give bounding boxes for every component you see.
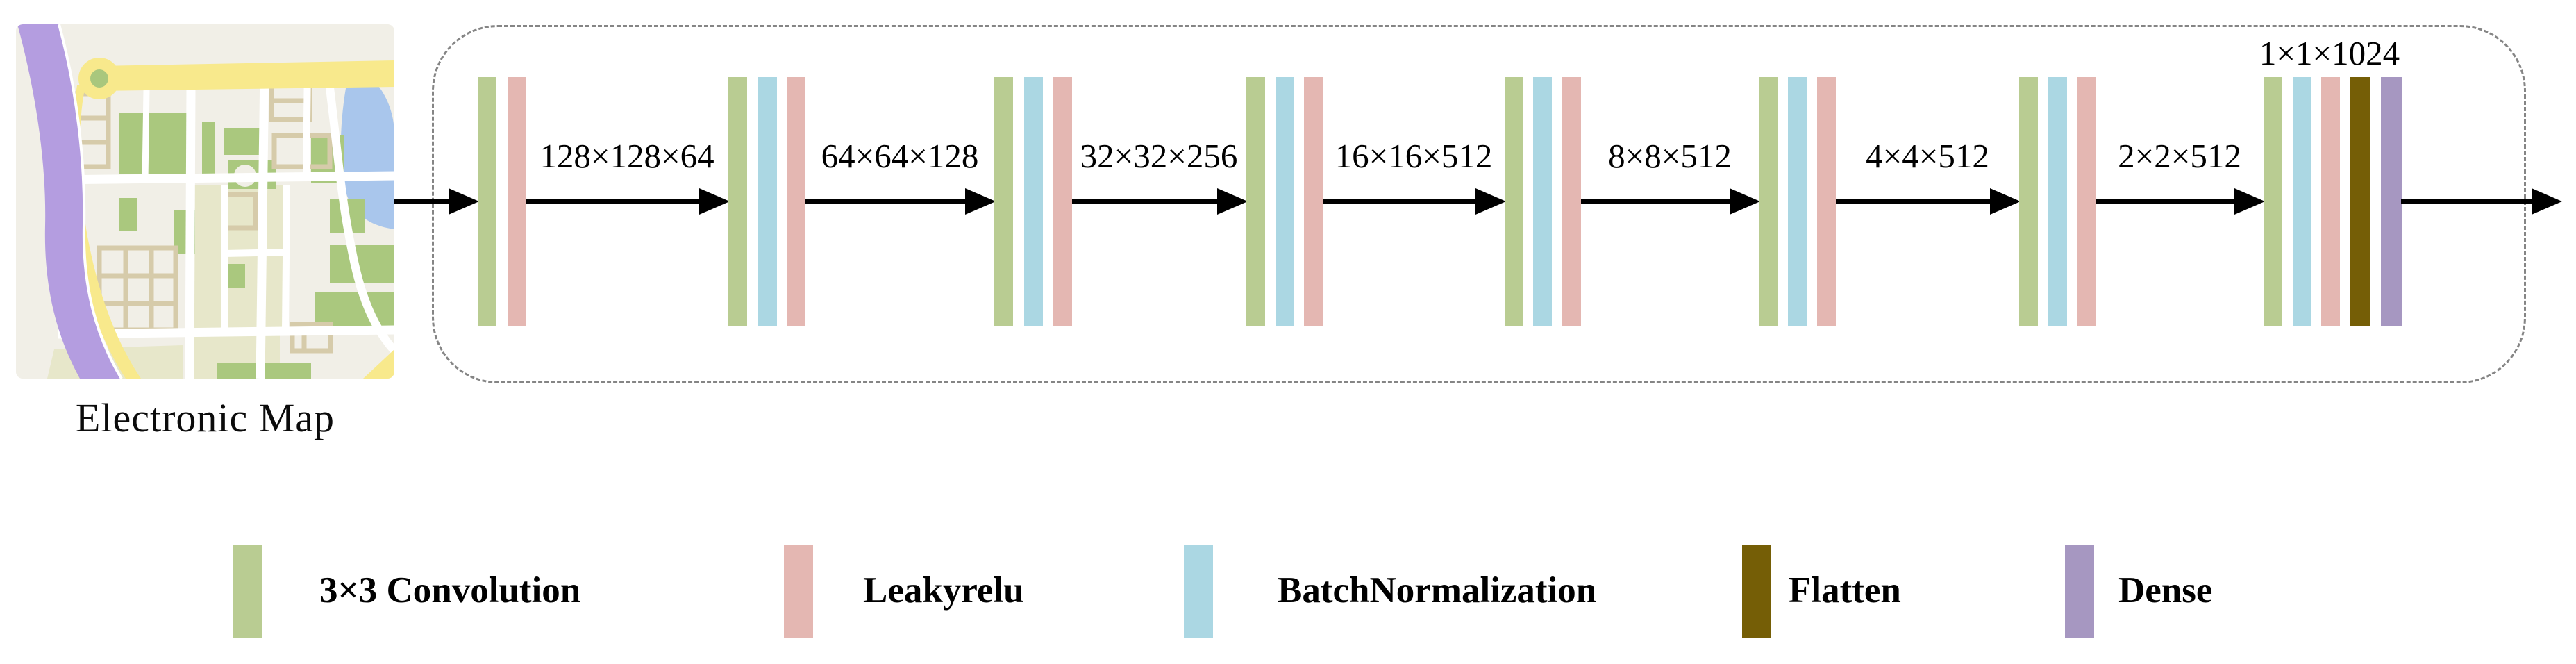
network-dashed-container	[432, 25, 2526, 383]
input-arrow-line	[394, 199, 453, 204]
arrow-head-3	[1217, 188, 1248, 215]
legend-swatch-flatten	[1742, 545, 1771, 638]
feature-size-label-8: 1×1×1024	[2259, 34, 2400, 72]
block6-batchnorm-bar	[1788, 77, 1807, 326]
output-arrow-head	[2532, 188, 2562, 215]
input-arrow-head	[449, 188, 479, 215]
arrow-line-5	[1581, 199, 1732, 204]
block2-conv-bar	[728, 77, 747, 326]
map-yellow-road	[98, 60, 394, 91]
block2-leakyrelu-bar	[787, 77, 805, 326]
feature-size-label-5: 8×8×512	[1608, 137, 1732, 175]
feature-size-label-3: 32×32×256	[1080, 137, 1238, 175]
arrow-line-6	[1836, 199, 1993, 204]
block5-leakyrelu-bar	[1562, 77, 1581, 326]
arrow-line-4	[1323, 199, 1478, 204]
output-arrow-line	[2401, 199, 2534, 204]
block3-conv-bar	[994, 77, 1013, 326]
arrow-line-1	[526, 199, 702, 204]
block6-leakyrelu-bar	[1817, 77, 1836, 326]
legend-swatch-leakyrelu	[784, 545, 813, 638]
block7-conv-bar	[2019, 77, 2038, 326]
block4-conv-bar	[1246, 77, 1265, 326]
arrow-head-6	[1990, 188, 2021, 215]
feature-size-label-7: 2×2×512	[2118, 137, 2241, 175]
legend-label-convolution: 3×3 Convolution	[319, 570, 581, 611]
legend-swatch-dense	[2065, 545, 2094, 638]
block2-batchnorm-bar	[758, 77, 777, 326]
block5-conv-bar	[1505, 77, 1523, 326]
legend-swatch-convolution	[233, 545, 262, 638]
legend-swatch-batchnormalization	[1184, 545, 1213, 638]
block4-leakyrelu-bar	[1304, 77, 1323, 326]
block5-batchnorm-bar	[1533, 77, 1552, 326]
arrow-line-2	[805, 199, 968, 204]
block6-conv-bar	[1759, 77, 1778, 326]
electronic-map-image	[16, 24, 394, 379]
block3-leakyrelu-bar	[1053, 77, 1072, 326]
block7-batchnorm-bar	[2048, 77, 2067, 326]
map-caption: Electronic Map	[75, 395, 335, 440]
arrow-head-5	[1730, 188, 1760, 215]
arrow-line-3	[1072, 199, 1220, 204]
block8-dense-bar	[2381, 77, 2402, 326]
feature-size-label-6: 4×4×512	[1866, 137, 1989, 175]
map-highway	[17, 24, 122, 379]
arrow-head-1	[699, 188, 730, 215]
arrow-head-2	[965, 188, 996, 215]
feature-size-label-2: 64×64×128	[821, 137, 979, 175]
arrow-head-7	[2234, 188, 2265, 215]
block1-leakyrelu-bar	[508, 77, 526, 326]
block8-conv-bar	[2264, 77, 2282, 326]
block8-batchnorm-bar	[2293, 77, 2311, 326]
map-illustration	[16, 24, 394, 379]
legend-label-batchnormalization: BatchNormalization	[1278, 570, 1597, 611]
block1-conv-bar	[478, 77, 496, 326]
legend-label-dense: Dense	[2118, 570, 2213, 611]
legend-label-flatten: Flatten	[1789, 570, 1901, 611]
block3-batchnorm-bar	[1024, 77, 1043, 326]
block8-flatten-bar	[2350, 77, 2370, 326]
arrow-line-7	[2096, 199, 2237, 204]
arrow-head-4	[1475, 188, 1506, 215]
legend-label-leakyrelu: Leakyrelu	[863, 570, 1024, 611]
map-lake	[340, 63, 394, 229]
block8-leakyrelu-bar	[2321, 77, 2340, 326]
block7-leakyrelu-bar	[2077, 77, 2096, 326]
feature-size-label-4: 16×16×512	[1335, 137, 1493, 175]
block4-batchnorm-bar	[1276, 77, 1294, 326]
feature-size-label-1: 128×128×64	[540, 137, 714, 175]
